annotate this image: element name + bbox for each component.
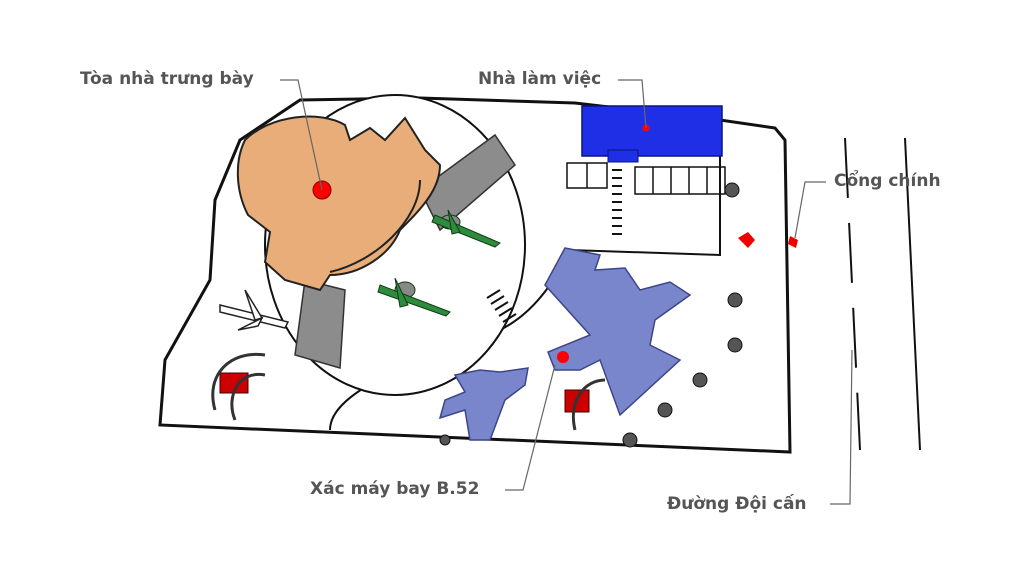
label-b52-wreck: Xác máy bay B.52 bbox=[310, 479, 480, 499]
label-office-building: Nhà làm việc bbox=[478, 69, 602, 89]
trees bbox=[439, 182, 743, 448]
gray-walkway bbox=[419, 133, 516, 232]
doi-can-street bbox=[844, 137, 921, 451]
arc-frame-right bbox=[572, 378, 606, 431]
arc-frame-left bbox=[211, 352, 266, 421]
red-items-gate bbox=[738, 232, 798, 248]
exhibition-building bbox=[236, 115, 442, 292]
b52-plane bbox=[544, 247, 692, 417]
small-blue-plane bbox=[438, 367, 529, 441]
white-plane bbox=[219, 289, 290, 331]
office-marker bbox=[642, 124, 650, 132]
label-doi-can-street: Đường Đội cấn bbox=[667, 494, 807, 514]
parking-spaces bbox=[566, 162, 726, 195]
exhibition-building-arc bbox=[329, 179, 421, 273]
gray-walkway-south bbox=[294, 279, 346, 369]
leader-lines bbox=[280, 79, 853, 505]
label-main-gate: Cổng chính bbox=[834, 171, 941, 191]
stairs bbox=[612, 169, 622, 235]
b52-marker bbox=[557, 351, 569, 363]
office-building bbox=[581, 105, 723, 157]
crosswalk bbox=[486, 289, 517, 323]
green-jet-1 bbox=[431, 209, 501, 248]
label-exhibition-building: Tòa nhà trưng bày bbox=[80, 69, 254, 89]
green-jet-2 bbox=[377, 277, 451, 317]
office-entrance bbox=[607, 149, 639, 163]
